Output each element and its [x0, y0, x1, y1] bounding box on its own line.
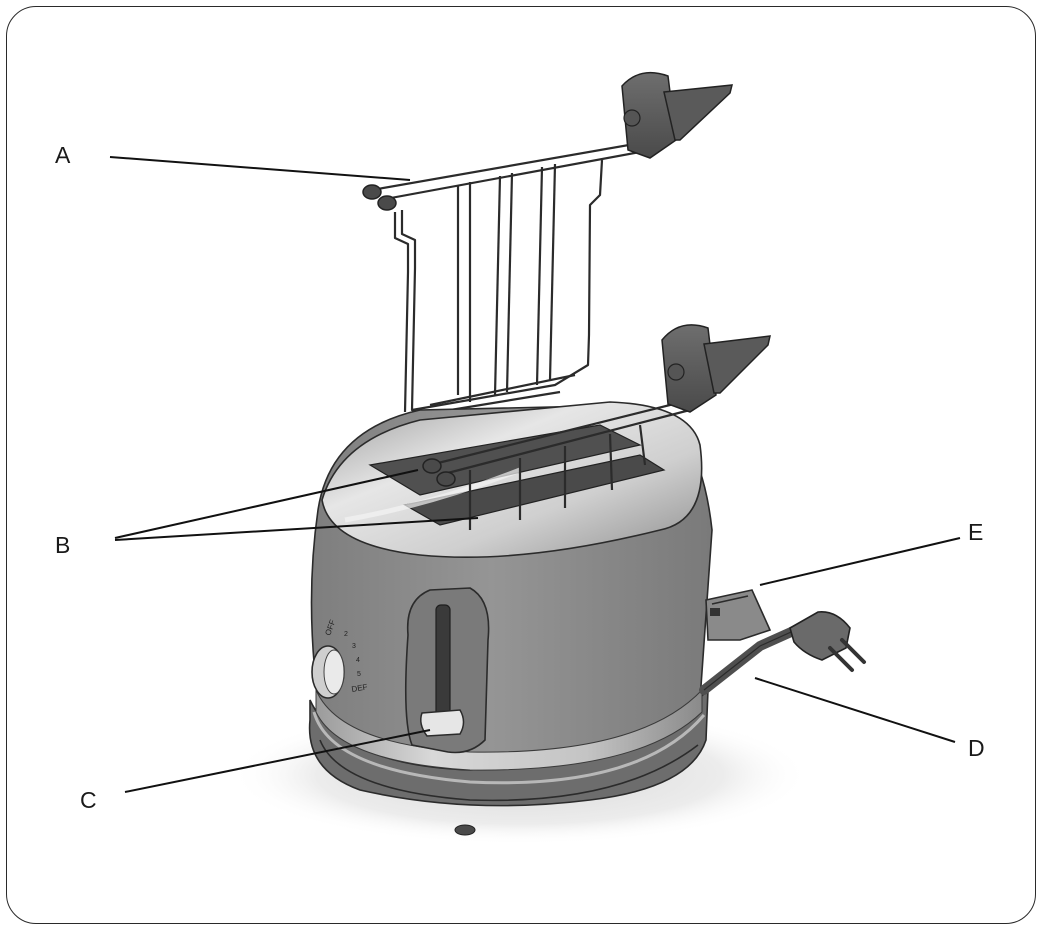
browning-dial: OFF 2 3 4 5 DEF: [311, 618, 368, 699]
bun-warmer-rack-inserted: [422, 324, 771, 530]
leader-a: [109, 156, 411, 181]
leader-e: [759, 537, 961, 586]
dial-def-label: DEF: [351, 682, 368, 694]
crumb-tray: [705, 589, 772, 641]
label-e: E: [968, 519, 983, 545]
label-c: C: [80, 787, 97, 813]
power-cord: [699, 611, 866, 695]
toaster-front-panel: [404, 587, 490, 754]
leader-d: [754, 677, 956, 743]
figure-frame: [6, 6, 1036, 924]
dial-mark-3: 3: [352, 643, 356, 650]
dial-mark-2: 2: [344, 631, 348, 638]
callout-c: C: [80, 729, 431, 813]
dial-mark-5: 5: [357, 671, 361, 678]
label-b: B: [55, 532, 70, 558]
rack-handle-a: [621, 71, 677, 159]
power-plug: [789, 611, 851, 661]
dial-mark-4: 4: [356, 657, 360, 664]
toast-lever: [420, 709, 465, 737]
label-d: D: [968, 735, 985, 761]
callout-e: E: [759, 519, 983, 586]
callout-a: A: [55, 142, 411, 181]
callout-b: B: [55, 469, 479, 558]
leader-b-upper: [114, 469, 419, 539]
leader-b-lower: [114, 517, 479, 541]
callout-d: D: [754, 677, 985, 761]
leader-c: [124, 729, 431, 793]
label-a: A: [55, 142, 71, 168]
